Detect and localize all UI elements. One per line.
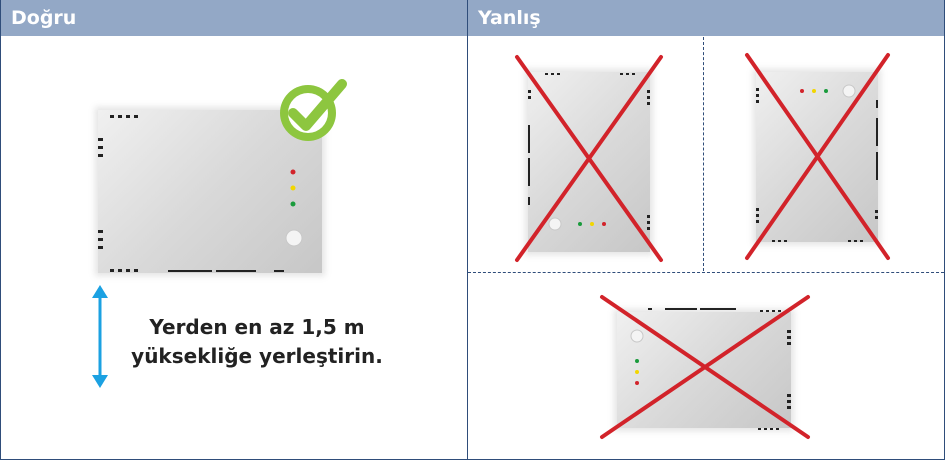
header-wrong-label: Yanlış bbox=[478, 7, 541, 29]
height-instruction-line2: yüksekliğe yerleştirin. bbox=[131, 344, 383, 368]
header-correct-label: Doğru bbox=[11, 7, 77, 29]
device-correct bbox=[98, 110, 322, 273]
led-green bbox=[635, 359, 639, 363]
header-correct: Doğru bbox=[1, 0, 467, 36]
height-instruction-line1: Yerden en az 1,5 m bbox=[149, 315, 365, 339]
device-button bbox=[842, 84, 856, 98]
device-wrong-3-vents bbox=[648, 308, 791, 430]
header-wrong: Yanlış bbox=[468, 0, 944, 36]
double-arrow-icon bbox=[92, 285, 108, 388]
led-yellow bbox=[812, 89, 816, 93]
led-yellow bbox=[635, 370, 639, 374]
led-yellow bbox=[290, 185, 296, 191]
led-red bbox=[290, 169, 296, 175]
column-divider bbox=[467, 0, 468, 460]
device-button bbox=[285, 229, 303, 247]
led-green bbox=[824, 89, 828, 93]
device-wrong-2-vents bbox=[756, 88, 878, 242]
check-circle-icon bbox=[280, 79, 347, 141]
led-red bbox=[602, 222, 606, 226]
device-button bbox=[548, 217, 562, 231]
height-instruction: Yerden en az 1,5 m yüksekliğe yerleştiri… bbox=[117, 313, 397, 371]
cross-icon bbox=[600, 295, 810, 439]
led-green bbox=[578, 222, 582, 226]
led-green bbox=[290, 201, 296, 207]
dashed-divider-horizontal bbox=[468, 272, 944, 273]
led-red bbox=[800, 89, 804, 93]
led-red bbox=[635, 381, 639, 385]
cross-icon bbox=[745, 53, 890, 260]
led-yellow bbox=[590, 222, 594, 226]
device-correct-vents bbox=[98, 115, 284, 272]
device-wrong-1-vents bbox=[528, 73, 650, 230]
cross-icon bbox=[515, 55, 663, 262]
dashed-divider-vertical bbox=[703, 37, 704, 271]
device-button bbox=[630, 329, 644, 343]
